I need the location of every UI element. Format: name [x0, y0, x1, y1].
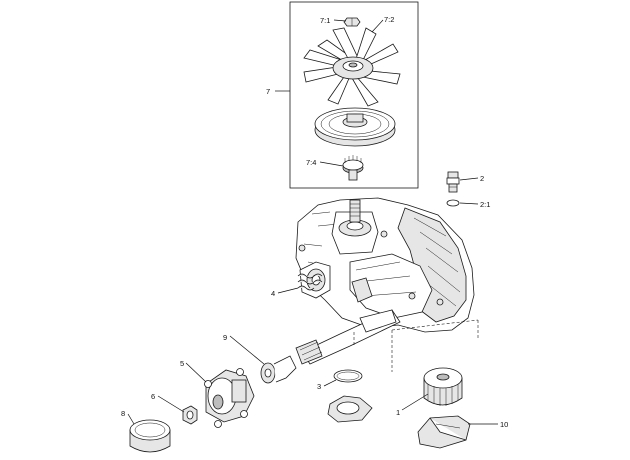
callout-3: 3 [317, 382, 321, 391]
callout-7-2: 7:2 [384, 15, 394, 24]
callout-7-1: 7:1 [320, 16, 330, 25]
filter-leader-dashes [391, 319, 479, 372]
wheel-hub [204, 368, 255, 428]
callout-7: 7 [266, 87, 270, 96]
callout-7-4: 7:4 [306, 158, 316, 167]
oil-filter [423, 367, 463, 406]
callout-5: 5 [180, 359, 184, 368]
transaxle-housing [295, 197, 475, 333]
callout-8: 8 [121, 409, 125, 418]
callout-1: 1 [396, 408, 400, 417]
callout-6: 6 [151, 392, 155, 401]
thrust-washer [260, 355, 297, 384]
fitting-oring [446, 199, 460, 207]
callout-2-1: 2:1 [480, 200, 490, 209]
callout-4: 4 [271, 289, 275, 298]
group-7-frame [289, 1, 419, 189]
axle-shaft [295, 309, 401, 365]
pulley-hub [342, 155, 364, 181]
hub-cap [129, 419, 171, 453]
callout-2: 2 [480, 174, 484, 183]
filter-wrench [417, 415, 471, 449]
callout-10: 10 [500, 420, 508, 429]
seal-cover [327, 369, 373, 423]
spring [297, 273, 323, 291]
pulley [314, 107, 396, 147]
fan-nut [343, 17, 361, 27]
cooling-fan [303, 27, 401, 107]
hub-nut [182, 405, 198, 425]
callout-9: 9 [223, 333, 227, 342]
vent-fitting [446, 171, 460, 193]
leader-lines [127, 19, 498, 425]
